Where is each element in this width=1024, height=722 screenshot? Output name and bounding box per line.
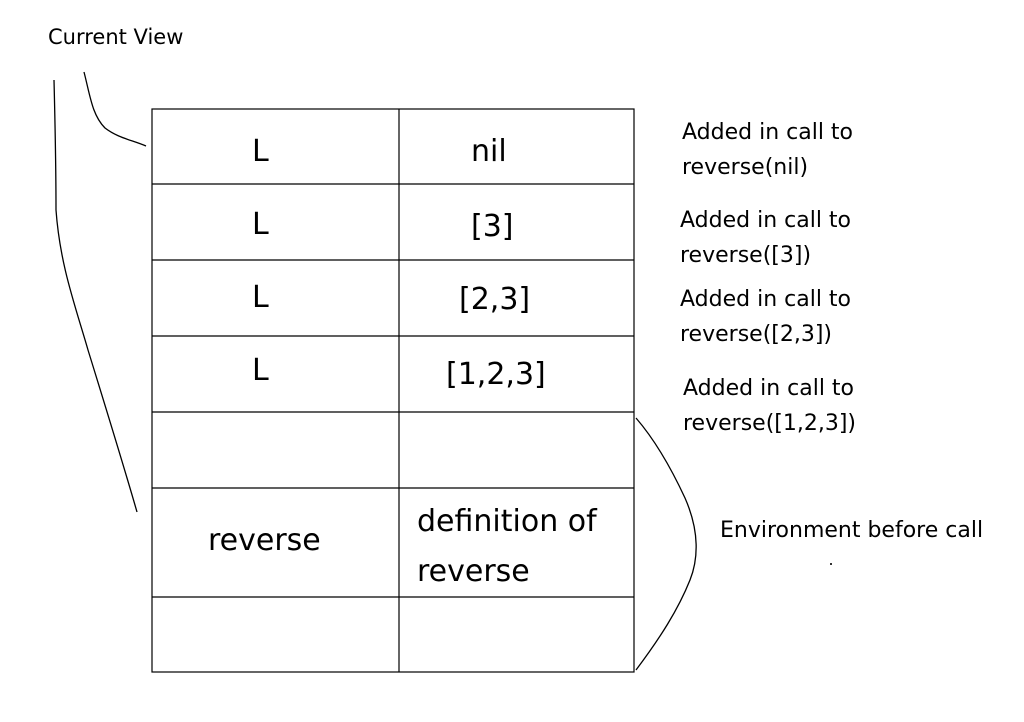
current-view-pointer-line: [83, 71, 147, 147]
row-2-name: L: [252, 207, 269, 242]
environment-table-grid: [151, 108, 635, 673]
row-3-value: [2,3]: [459, 282, 531, 317]
note-row-1: Added in call to reverse(nil): [682, 115, 853, 185]
current-view-label: Current View: [48, 25, 184, 49]
row-4-value: [1,2,3]: [446, 357, 546, 392]
note-row-3: Added in call to reverse([2,3]): [680, 282, 851, 352]
environment-brace: [635, 417, 697, 671]
note-line: reverse(nil): [682, 155, 809, 180]
note-line: Added in call to: [682, 120, 854, 145]
row-3-name: L: [252, 280, 269, 315]
environment-before-call-label: Environment before call: [720, 518, 984, 543]
note-line: reverse([3]): [680, 243, 812, 268]
note-row-2: Added in call to reverse([3]): [680, 203, 851, 273]
note-line: reverse([2,3]): [680, 322, 833, 347]
note-row-4: Added in call to reverse([1,2,3]): [683, 371, 856, 441]
note-line: Added in call to: [683, 376, 855, 401]
row-1-name: L: [252, 134, 269, 169]
row-1-value: nil: [471, 134, 507, 169]
row-6-value-line2: reverse: [417, 554, 530, 589]
row-6-value-line1: definition of: [417, 504, 597, 539]
row-6-name: reverse: [208, 523, 321, 558]
note-line: Added in call to: [680, 287, 852, 312]
note-line: Added in call to: [680, 208, 852, 233]
row-2-value: [3]: [471, 209, 514, 244]
table-border: [151, 108, 635, 673]
note-line: reverse([1,2,3]): [683, 411, 857, 436]
stray-dot: [830, 563, 832, 565]
row-4-name: L: [252, 353, 269, 388]
current-view-bracket-line: [53, 79, 138, 513]
